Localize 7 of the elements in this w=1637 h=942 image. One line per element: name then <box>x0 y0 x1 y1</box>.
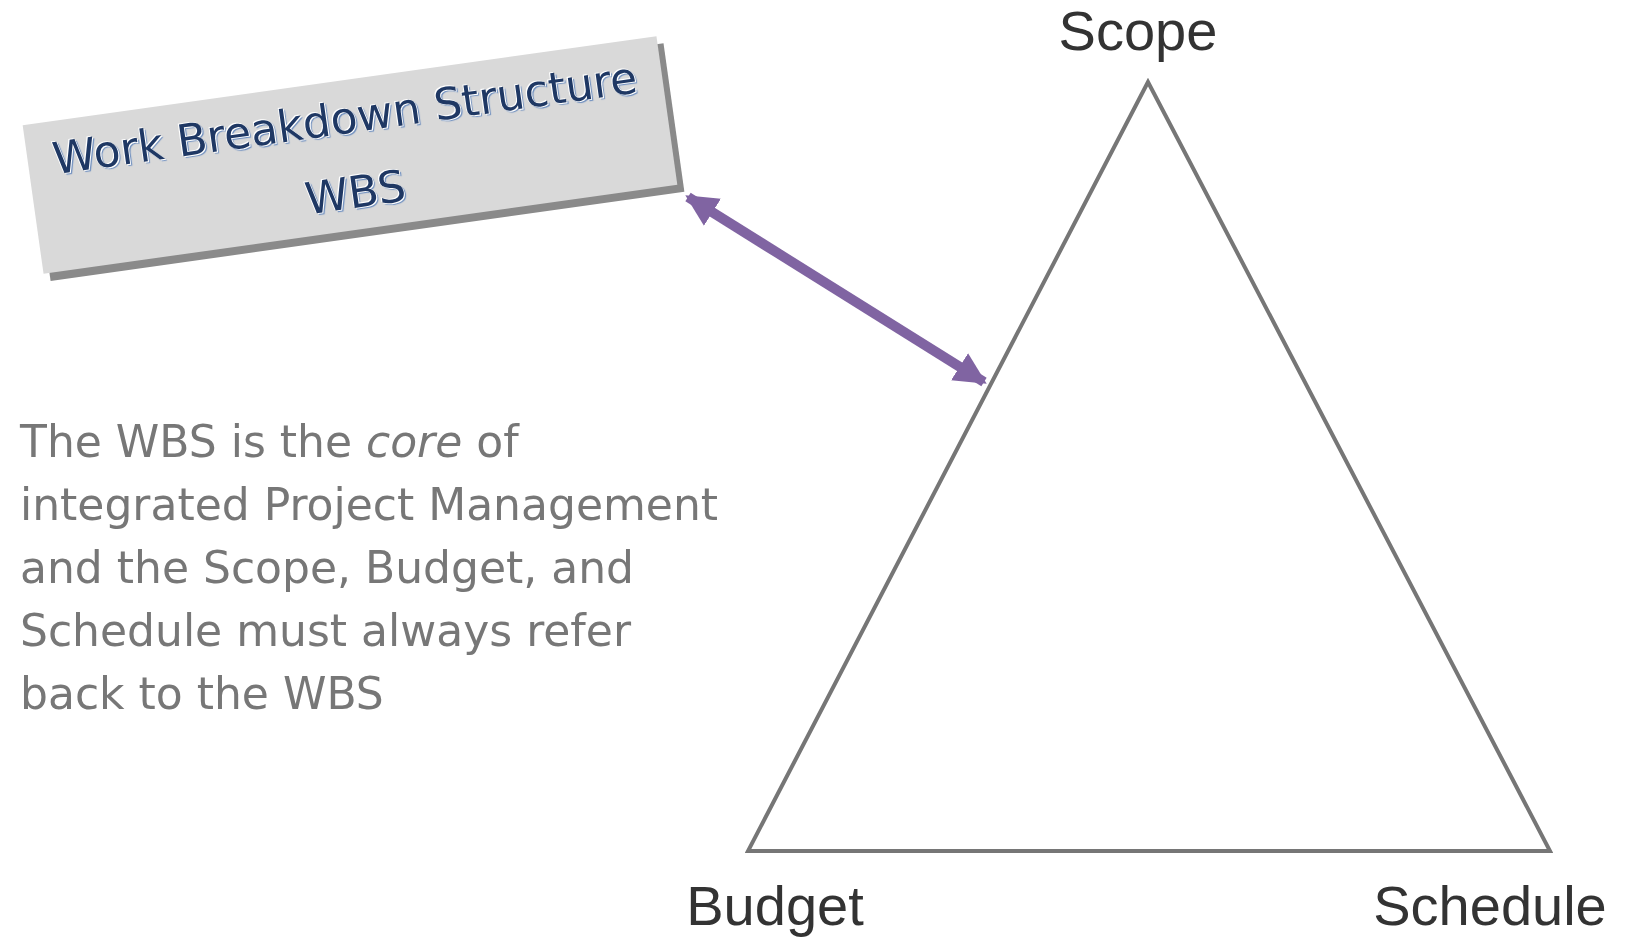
double-arrow <box>685 192 987 387</box>
body-text: The WBS is the core of integrated Project Management and the Scope, Budget, and Schedule must always refer back to the WBS <box>20 415 720 721</box>
banner-text: WBS <box>301 159 409 225</box>
vertex-label: Schedule <box>1373 872 1607 938</box>
triangle-shape <box>745 78 1553 855</box>
vertex-label: Scope <box>1058 0 1218 63</box>
vertex-label: Budget <box>686 872 864 938</box>
